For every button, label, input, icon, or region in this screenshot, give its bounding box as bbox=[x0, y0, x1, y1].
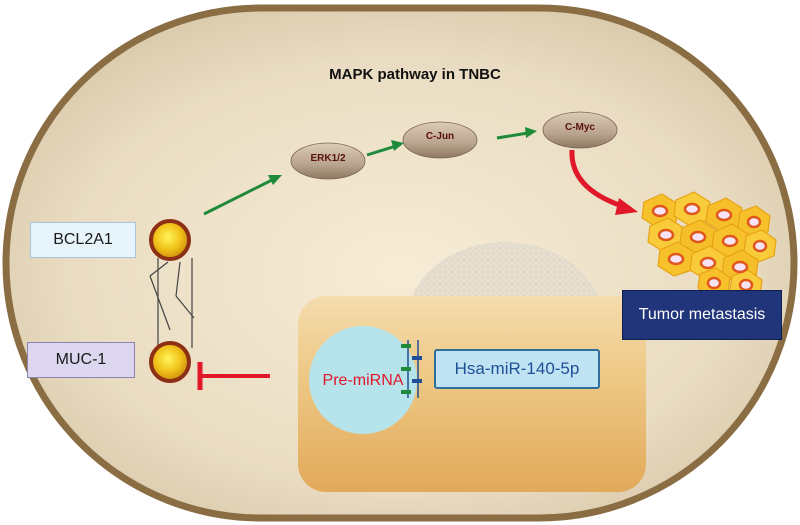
activation-arrows bbox=[203, 131, 529, 216]
receptor-linker bbox=[149, 258, 195, 348]
cmyc-label: C-Myc bbox=[564, 122, 595, 133]
bcl2a1-label: BCL2A1 bbox=[30, 222, 136, 258]
cmyc-node bbox=[542, 111, 618, 149]
cjun-label: C-Jun bbox=[425, 131, 455, 142]
bcl2a1-receptor bbox=[149, 219, 191, 261]
muc1-receptor bbox=[149, 341, 191, 383]
erk-label: ERK1/2 bbox=[310, 153, 346, 164]
pre-mirna-circle bbox=[309, 326, 417, 434]
diagram-title: MAPK pathway in TNBC bbox=[329, 66, 501, 83]
erk-node bbox=[290, 142, 366, 180]
promote-arrow bbox=[569, 149, 623, 209]
tumor-metastasis-label: Tumor metastasis bbox=[622, 290, 782, 340]
cjun-node bbox=[402, 121, 478, 159]
promote-arrowhead bbox=[615, 198, 638, 215]
activation-arrowheads bbox=[268, 127, 537, 185]
muc1-label: MUC-1 bbox=[27, 342, 135, 378]
mirna-hairpin-icon bbox=[401, 340, 422, 398]
tumor-cell-nuclei bbox=[651, 202, 768, 292]
pre-mirna-label: Pre-miRNA bbox=[322, 372, 404, 389]
hsa-mir-label: Hsa-miR-140-5p bbox=[434, 349, 600, 389]
